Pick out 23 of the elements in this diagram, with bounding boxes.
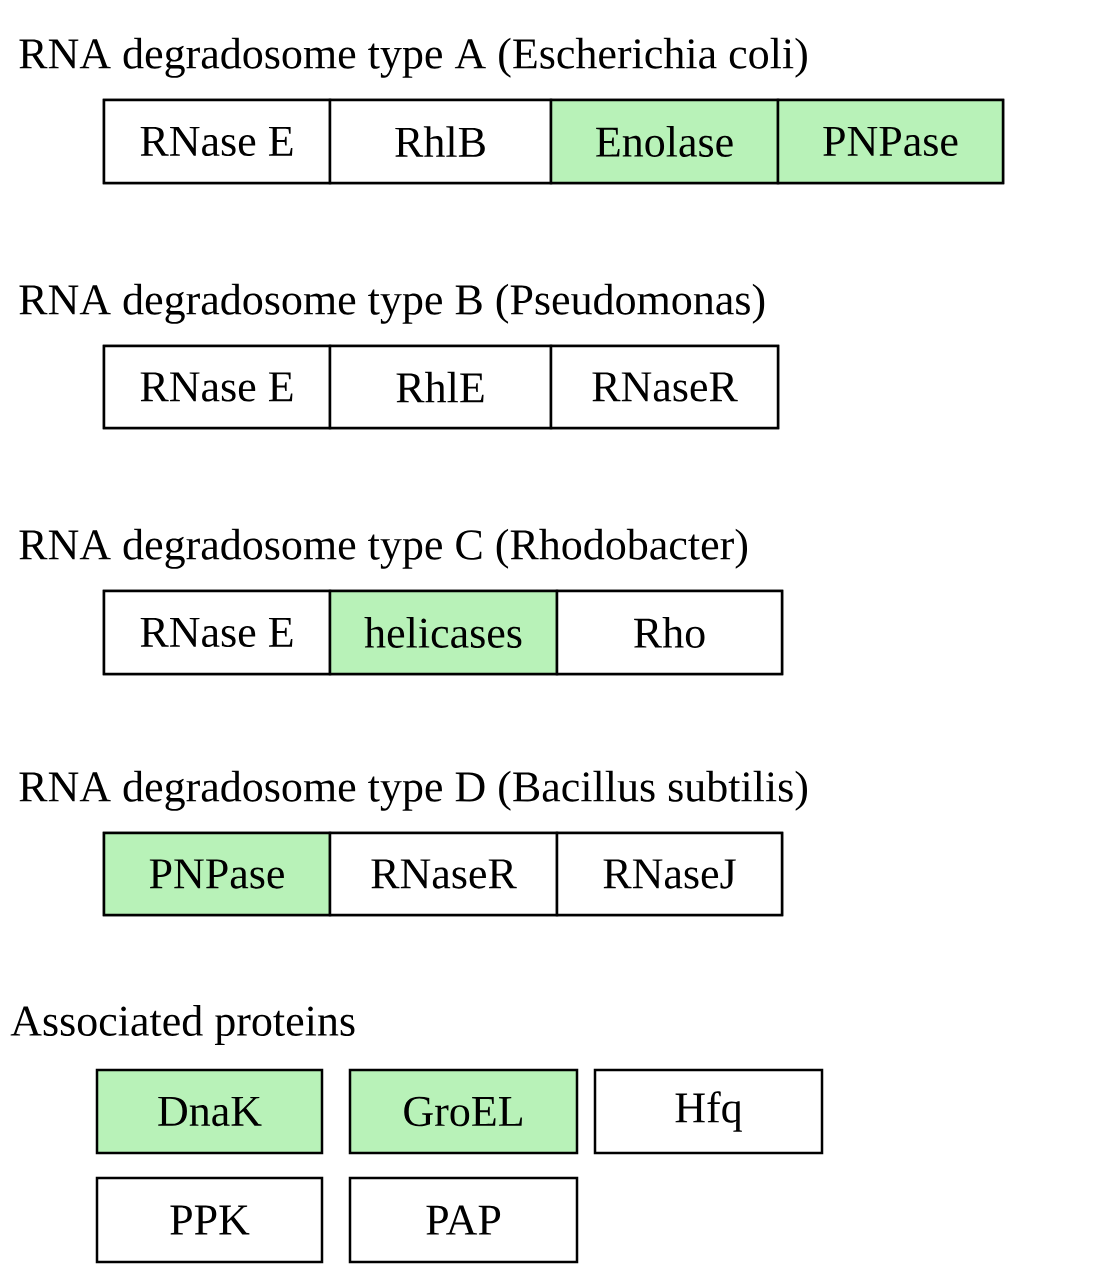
protein-box: Enolase (549, 98, 780, 185)
protein-box: GroEL (348, 1068, 579, 1155)
protein-box: RNaseR (549, 344, 780, 430)
protein-box: RNase E (102, 344, 332, 430)
node-label: RNA degradosome type A (Escherichia coli) (19, 37, 807, 78)
protein-box: RNaseJ (555, 831, 784, 917)
protein-box: Rho (555, 589, 784, 676)
protein-box: PNPase (776, 98, 1005, 185)
protein-box: Hfq (593, 1068, 824, 1155)
protein-box: RNaseR (328, 831, 559, 917)
protein-box: PNPase (102, 831, 332, 917)
node-label: RNA degradosome type D (Bacillus subtilis) (19, 770, 807, 811)
protein-box: RhlE (328, 344, 553, 430)
protein-box: RNase E (102, 589, 332, 676)
protein-box: RhlB (328, 98, 553, 185)
protein-box: PPK (95, 1176, 324, 1264)
protein-box: DnaK (95, 1068, 324, 1155)
protein-box: PAP (348, 1176, 579, 1264)
node-label: RNA degradosome type B (Pseudomonas) (19, 283, 765, 324)
node-label: RNA degradosome type C (Rhodobacter) (19, 528, 748, 569)
protein-box: RNase E (102, 98, 332, 185)
section-heading: Associated proteins (10, 1005, 355, 1045)
protein-box: helicases (328, 589, 559, 676)
